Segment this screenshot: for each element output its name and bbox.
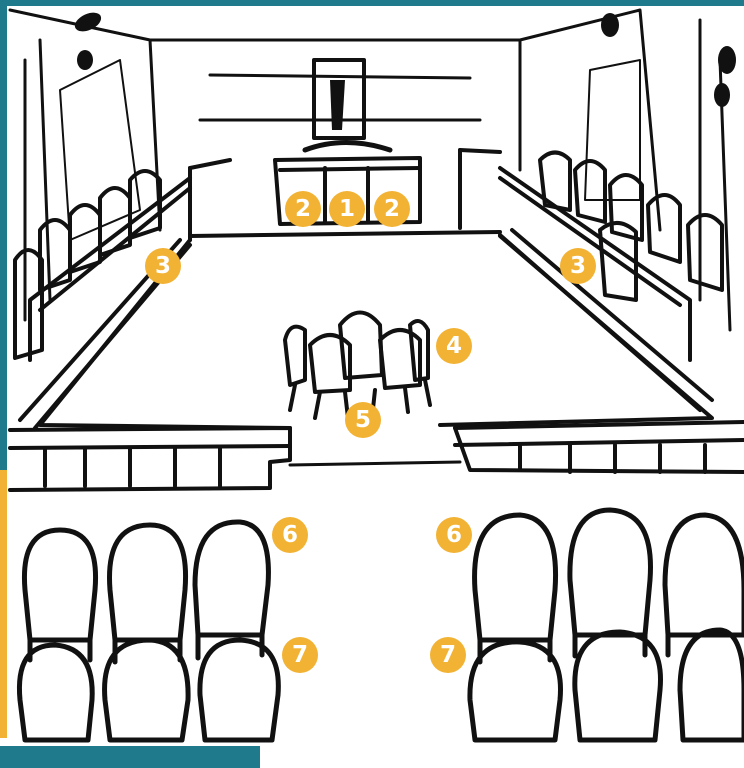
marker-front-seats: 4	[436, 328, 472, 364]
frame-bottom-bar	[0, 746, 260, 768]
marker-gallery-back-right: 7	[430, 637, 466, 673]
gallery-chairs	[19, 510, 744, 740]
marker-side-judge-right: 2	[374, 191, 410, 227]
wall-details	[72, 9, 736, 107]
front-rail	[10, 422, 744, 490]
marker-gallery-front-left: 6	[272, 517, 308, 553]
marker-judge: 1	[329, 191, 365, 227]
frame-top-bar	[0, 0, 744, 6]
frame-left-bar-teal	[0, 0, 7, 470]
marker-gallery-back-left: 7	[282, 637, 318, 673]
wall-portrait	[314, 60, 364, 138]
marker-bench-right: 3	[560, 248, 596, 284]
marker-floor: 5	[345, 402, 381, 438]
marker-bench-left: 3	[145, 248, 181, 284]
marker-side-judge-left: 2	[285, 191, 321, 227]
marker-gallery-front-right: 6	[436, 517, 472, 553]
